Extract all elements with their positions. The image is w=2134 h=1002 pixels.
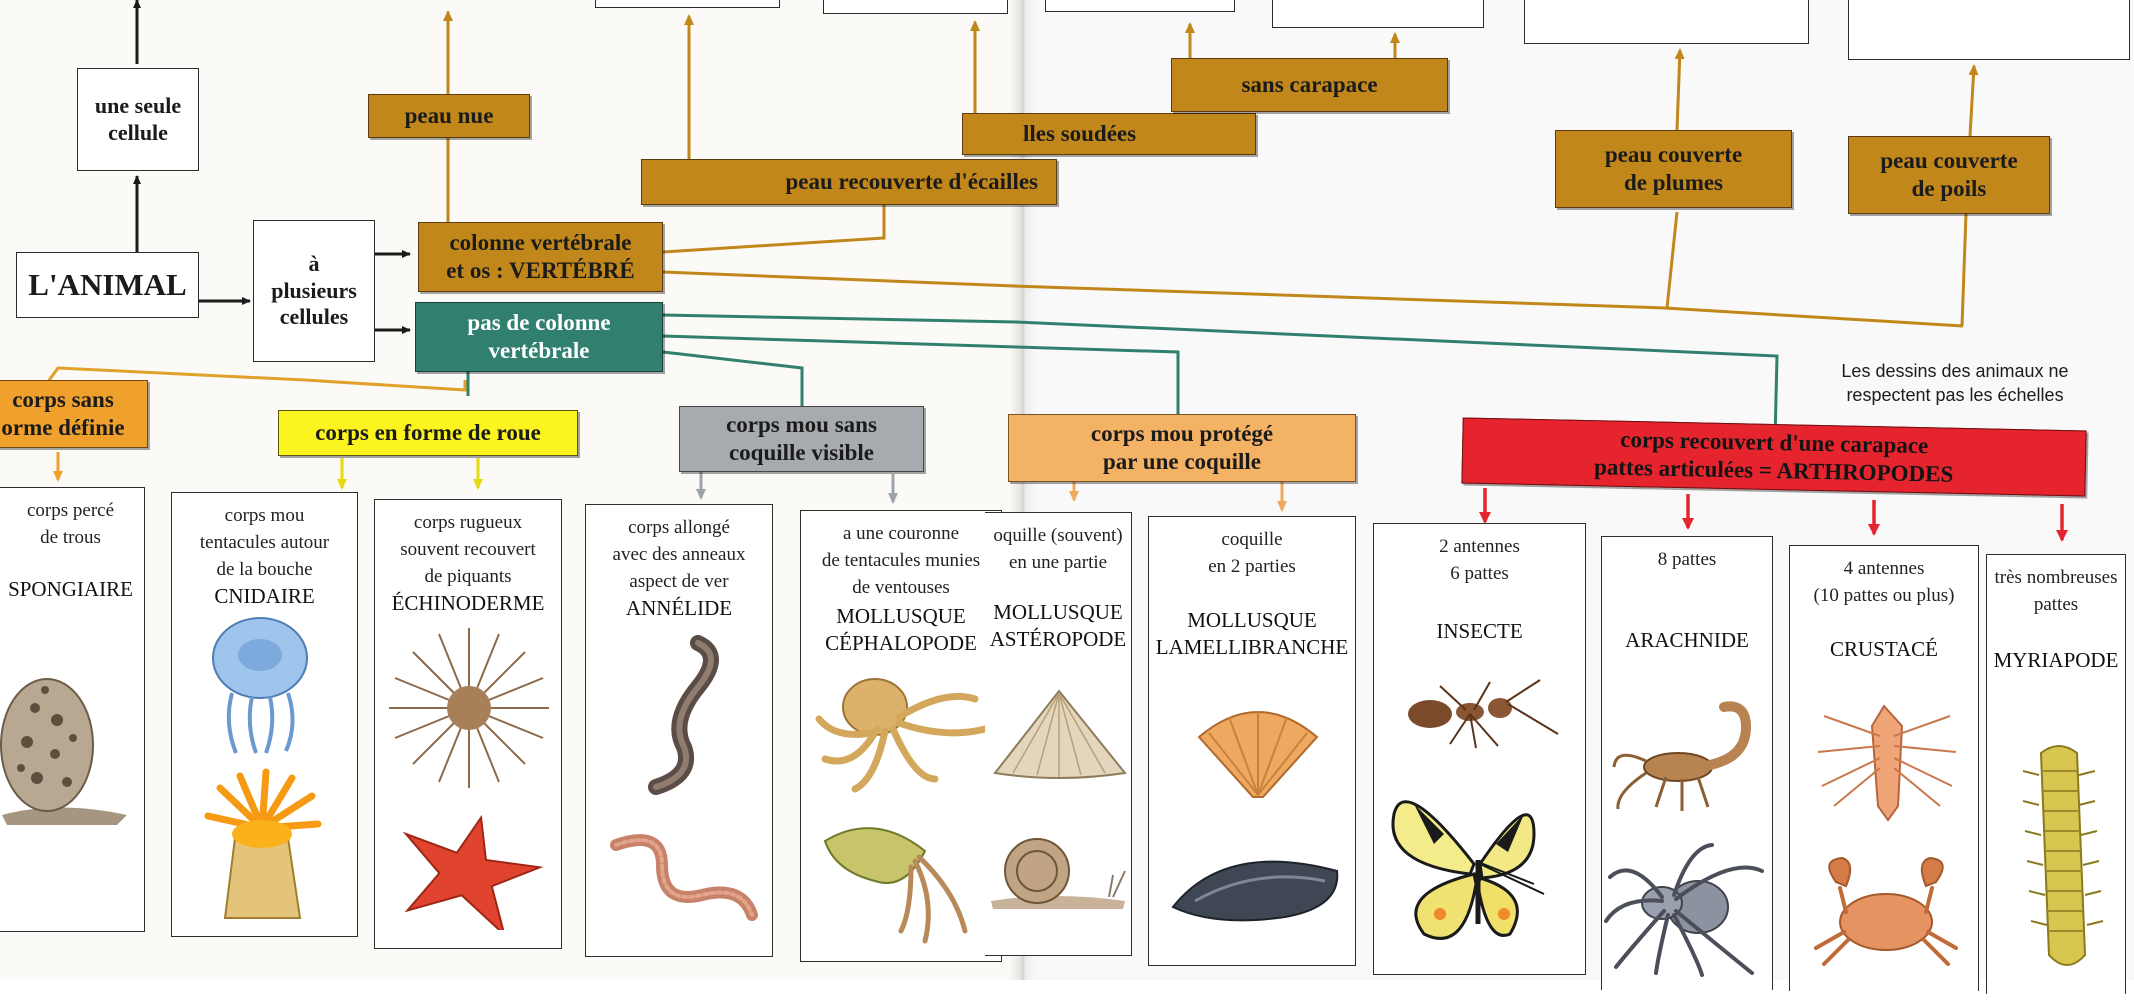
- sponge-icon: [0, 650, 137, 825]
- limpet-icon: [989, 683, 1129, 783]
- shapeless-body-box: corps sans orme définie: [0, 380, 148, 448]
- bare-skin-box: peau nue: [368, 94, 530, 138]
- column-description: a une couronne de tentacules munies de v…: [801, 521, 1001, 602]
- snail-icon: [985, 831, 1130, 911]
- hair-box: peau couverte de poils: [1848, 136, 2050, 214]
- column-description: 8 pattes: [1602, 547, 1772, 574]
- multi-cell-box: à plusieurs cellules: [253, 220, 375, 362]
- column-arachnide: 8 pattes ARACHNIDE: [1601, 536, 1773, 990]
- line-to-soft-no-shell: [663, 352, 802, 408]
- scorpion-icon: [1606, 697, 1766, 827]
- wheel-body-box: corps en forme de roue: [278, 410, 578, 456]
- column-echinoderme: corps rugueux souvent recouvert de piqua…: [374, 499, 562, 949]
- column-name: MYRIAPODE: [1981, 647, 2131, 674]
- arrow-feathers-up: [1677, 50, 1680, 130]
- leech-icon: [626, 635, 736, 795]
- column-cephalopode: a une couronne de tentacules munies de v…: [800, 510, 1002, 962]
- arrow-hair-up: [1970, 66, 1974, 136]
- column-description: très nombreuses pattes: [1987, 565, 2125, 619]
- column-lamellibranche: coquille en 2 parties MOLLUSQUE LAMELLIB…: [1148, 516, 1356, 966]
- sea-urchin-icon: [389, 628, 549, 788]
- single-cell-box: une seule cellule: [77, 68, 199, 171]
- column-description: 2 antennes 6 pattes: [1374, 534, 1585, 588]
- scallop-icon: [1193, 697, 1323, 802]
- crab-icon: [1806, 852, 1966, 972]
- sea-anemone-icon: [200, 768, 330, 928]
- no-shell-box: sans carapace: [1171, 58, 1448, 112]
- column-cnidaire: corps mou tentacules autour de la bouche…: [171, 492, 358, 937]
- column-gasteropode: oquille (souvent) en une partie MOLLUSQU…: [985, 512, 1132, 956]
- line-to-hair: [1962, 214, 1966, 326]
- line-to-feathers: [1667, 212, 1677, 308]
- column-name: CRUSTACÉ: [1784, 636, 1984, 663]
- column-name: ÉCHINODERME: [369, 590, 567, 617]
- column-name: ARACHNIDE: [1596, 627, 1778, 654]
- column-name: MOLLUSQUE CÉPHALOPODE: [795, 603, 1007, 658]
- column-description: corps percé de trous: [0, 498, 144, 552]
- scales-box: peau recouverte d'écailles: [641, 159, 1057, 205]
- column-name: SPONGIAIRE: [0, 576, 150, 603]
- vertebrate-box: colonne vertébrale et os : VERTÉBRÉ: [418, 222, 663, 292]
- column-annelide: corps allongé avec des anneaux aspect de…: [585, 504, 773, 957]
- column-myriapode: très nombreuses pattes MYRIAPODE: [1986, 554, 2126, 994]
- shrimp-icon: [1810, 696, 1960, 826]
- column-name: MOLLUSQUE LAMELLIBRANCHE: [1143, 607, 1361, 662]
- column-description: 4 antennes (10 pattes ou plus): [1790, 556, 1978, 610]
- arthropod-box: corps recouvert d'une carapace pattes ar…: [1461, 417, 2086, 496]
- cuttlefish-icon: [815, 811, 985, 951]
- column-description: corps rugueux souvent recouvert de piqua…: [375, 510, 561, 591]
- column-description: coquille en 2 parties: [1149, 527, 1355, 581]
- column-description: corps allongé avec des anneaux aspect de…: [586, 515, 772, 596]
- spider-icon: [1602, 837, 1772, 977]
- column-name: MOLLUSQUE ASTÉROPODE: [979, 599, 1137, 654]
- column-description: oquille (souvent) en une partie: [985, 523, 1131, 577]
- scale-note: Les dessins des animaux ne respectent pa…: [1805, 359, 2105, 408]
- invertebrate-box: pas de colonne vertébrale: [415, 302, 663, 372]
- ant-icon: [1390, 674, 1570, 754]
- octopus-icon: [815, 669, 995, 799]
- column-spongiaire: corps percé de trous SPONGIAIRE: [0, 487, 145, 932]
- root-animal: L'ANIMAL: [16, 252, 199, 318]
- column-name: CNIDAIRE: [166, 583, 363, 610]
- soft-shell-box: corps mou protégé par une coquille: [1008, 414, 1356, 482]
- jellyfish-icon: [202, 613, 322, 758]
- butterfly-icon: [1384, 774, 1574, 964]
- column-name: INSECTE: [1368, 618, 1591, 645]
- mussel-icon: [1165, 847, 1345, 927]
- starfish-icon: [393, 810, 543, 930]
- welded-scales-box: lles soudées: [962, 113, 1256, 155]
- column-crustace: 4 antennes (10 pattes ou plus) CRUSTACÉ: [1789, 545, 1979, 991]
- line-vertebrate-to-scales: [663, 200, 884, 252]
- column-name: ANNÉLIDE: [580, 595, 778, 622]
- millipede-icon: [2019, 735, 2109, 985]
- column-insecte: 2 antennes 6 pattes INSECTE: [1373, 523, 1586, 975]
- line-to-soft-shell: [663, 336, 1178, 414]
- feathers-box: peau couverte de plumes: [1555, 130, 1792, 208]
- earthworm-icon: [602, 825, 762, 925]
- column-description: corps mou tentacules autour de la bouche: [172, 503, 357, 584]
- soft-no-shell-box: corps mou sans coquille visible: [679, 406, 924, 472]
